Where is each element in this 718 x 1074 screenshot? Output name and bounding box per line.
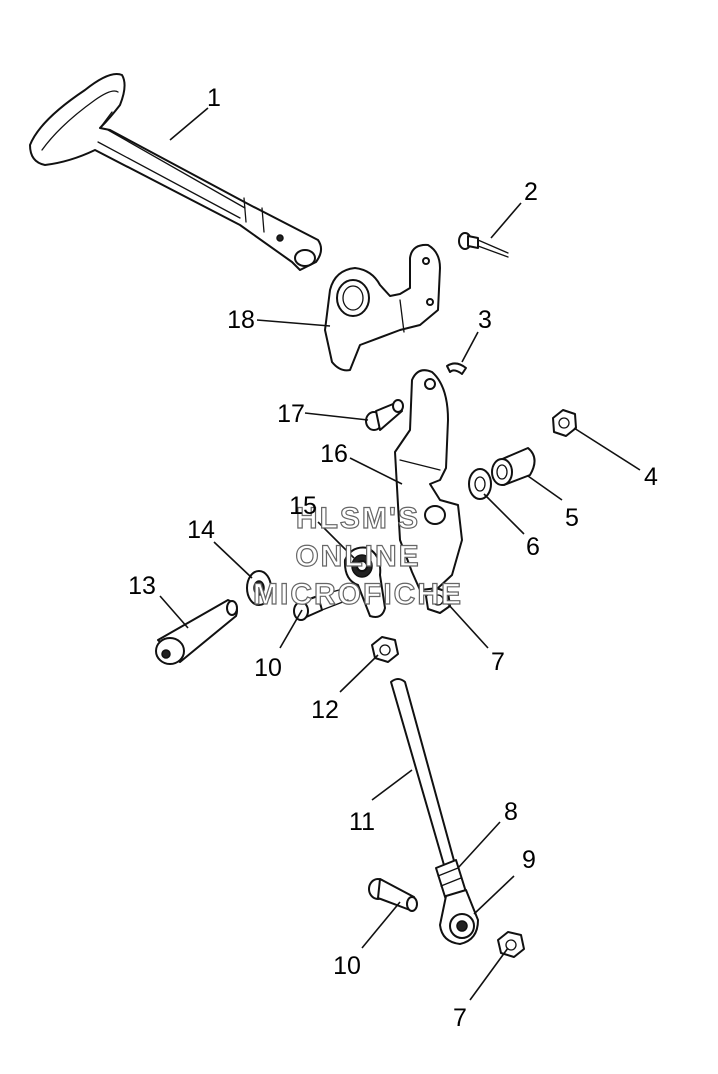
callout-4: 4 [644,463,658,491]
ball-joint-icon [439,889,479,945]
lever-arm-icon [343,546,386,618]
pin-icon [458,232,509,258]
watermark-line-1: HLSM'S [296,502,420,535]
handle-lever-icon [29,73,322,271]
bolt-icon [155,599,238,665]
leader-10-lower [361,901,401,949]
bracket-icon [394,369,463,591]
callout-5: 5 [565,504,579,532]
cap-screw-icon [368,878,418,912]
callout-13: 13 [128,572,156,600]
callout-10-lower: 10 [333,952,361,980]
leader-2 [490,202,522,239]
leader-13 [159,595,189,629]
callout-8: 8 [504,798,518,826]
callout-7-lower: 7 [453,1004,467,1032]
leader-14 [213,541,253,579]
callout-7-upper: 7 [491,648,505,676]
leader-16 [349,457,403,485]
callout-11: 11 [349,808,375,836]
callout-16: 16 [320,440,348,468]
leader-11 [371,769,413,801]
watermark-line-3: MICROFICHE [253,578,463,611]
leader-7-lower [469,947,509,1001]
leader-lines [159,107,641,1001]
leader-18 [256,319,331,327]
watermark: HLSM'S ONLINE MICROFICHE [252,501,463,611]
callout-3: 3 [478,306,492,334]
leader-15 [317,521,355,559]
plate-icon [324,243,441,372]
leader-12 [339,654,379,693]
shoulder-bolt-icon [365,399,404,431]
leader-5 [527,475,563,501]
bushing-icon [491,447,536,486]
leader-6 [483,493,525,535]
callout-17: 17 [277,400,305,428]
leader-4 [573,427,641,471]
callout-18: 18 [227,306,255,334]
callout-1: 1 [207,84,221,112]
callout-2: 2 [524,178,538,206]
leader-7-upper [447,603,489,649]
leader-17 [304,412,369,421]
nut-icon [552,409,577,437]
watermark-line-2: ONLINE [295,540,420,573]
callout-10-upper: 10 [254,654,282,682]
washer-icon [468,468,492,500]
leader-1 [169,107,209,141]
leader-9 [473,875,515,915]
callout-12: 12 [311,696,339,724]
hex-nut-icon [371,636,399,663]
clip-icon [446,362,467,375]
rod-icon [390,678,457,873]
leader-10-upper [279,609,303,649]
callout-14: 14 [187,516,215,544]
callout-15: 15 [289,492,317,520]
spacer-washer-icon [246,570,272,606]
callout-labels: 1 2 3 4 5 6 7 8 9 10 10 7 11 12 13 14 15… [128,84,658,1032]
callout-6: 6 [526,533,540,561]
leader-3 [461,331,479,363]
locknut-icon [497,931,525,958]
leader-8 [457,821,501,869]
callout-9: 9 [522,846,536,874]
